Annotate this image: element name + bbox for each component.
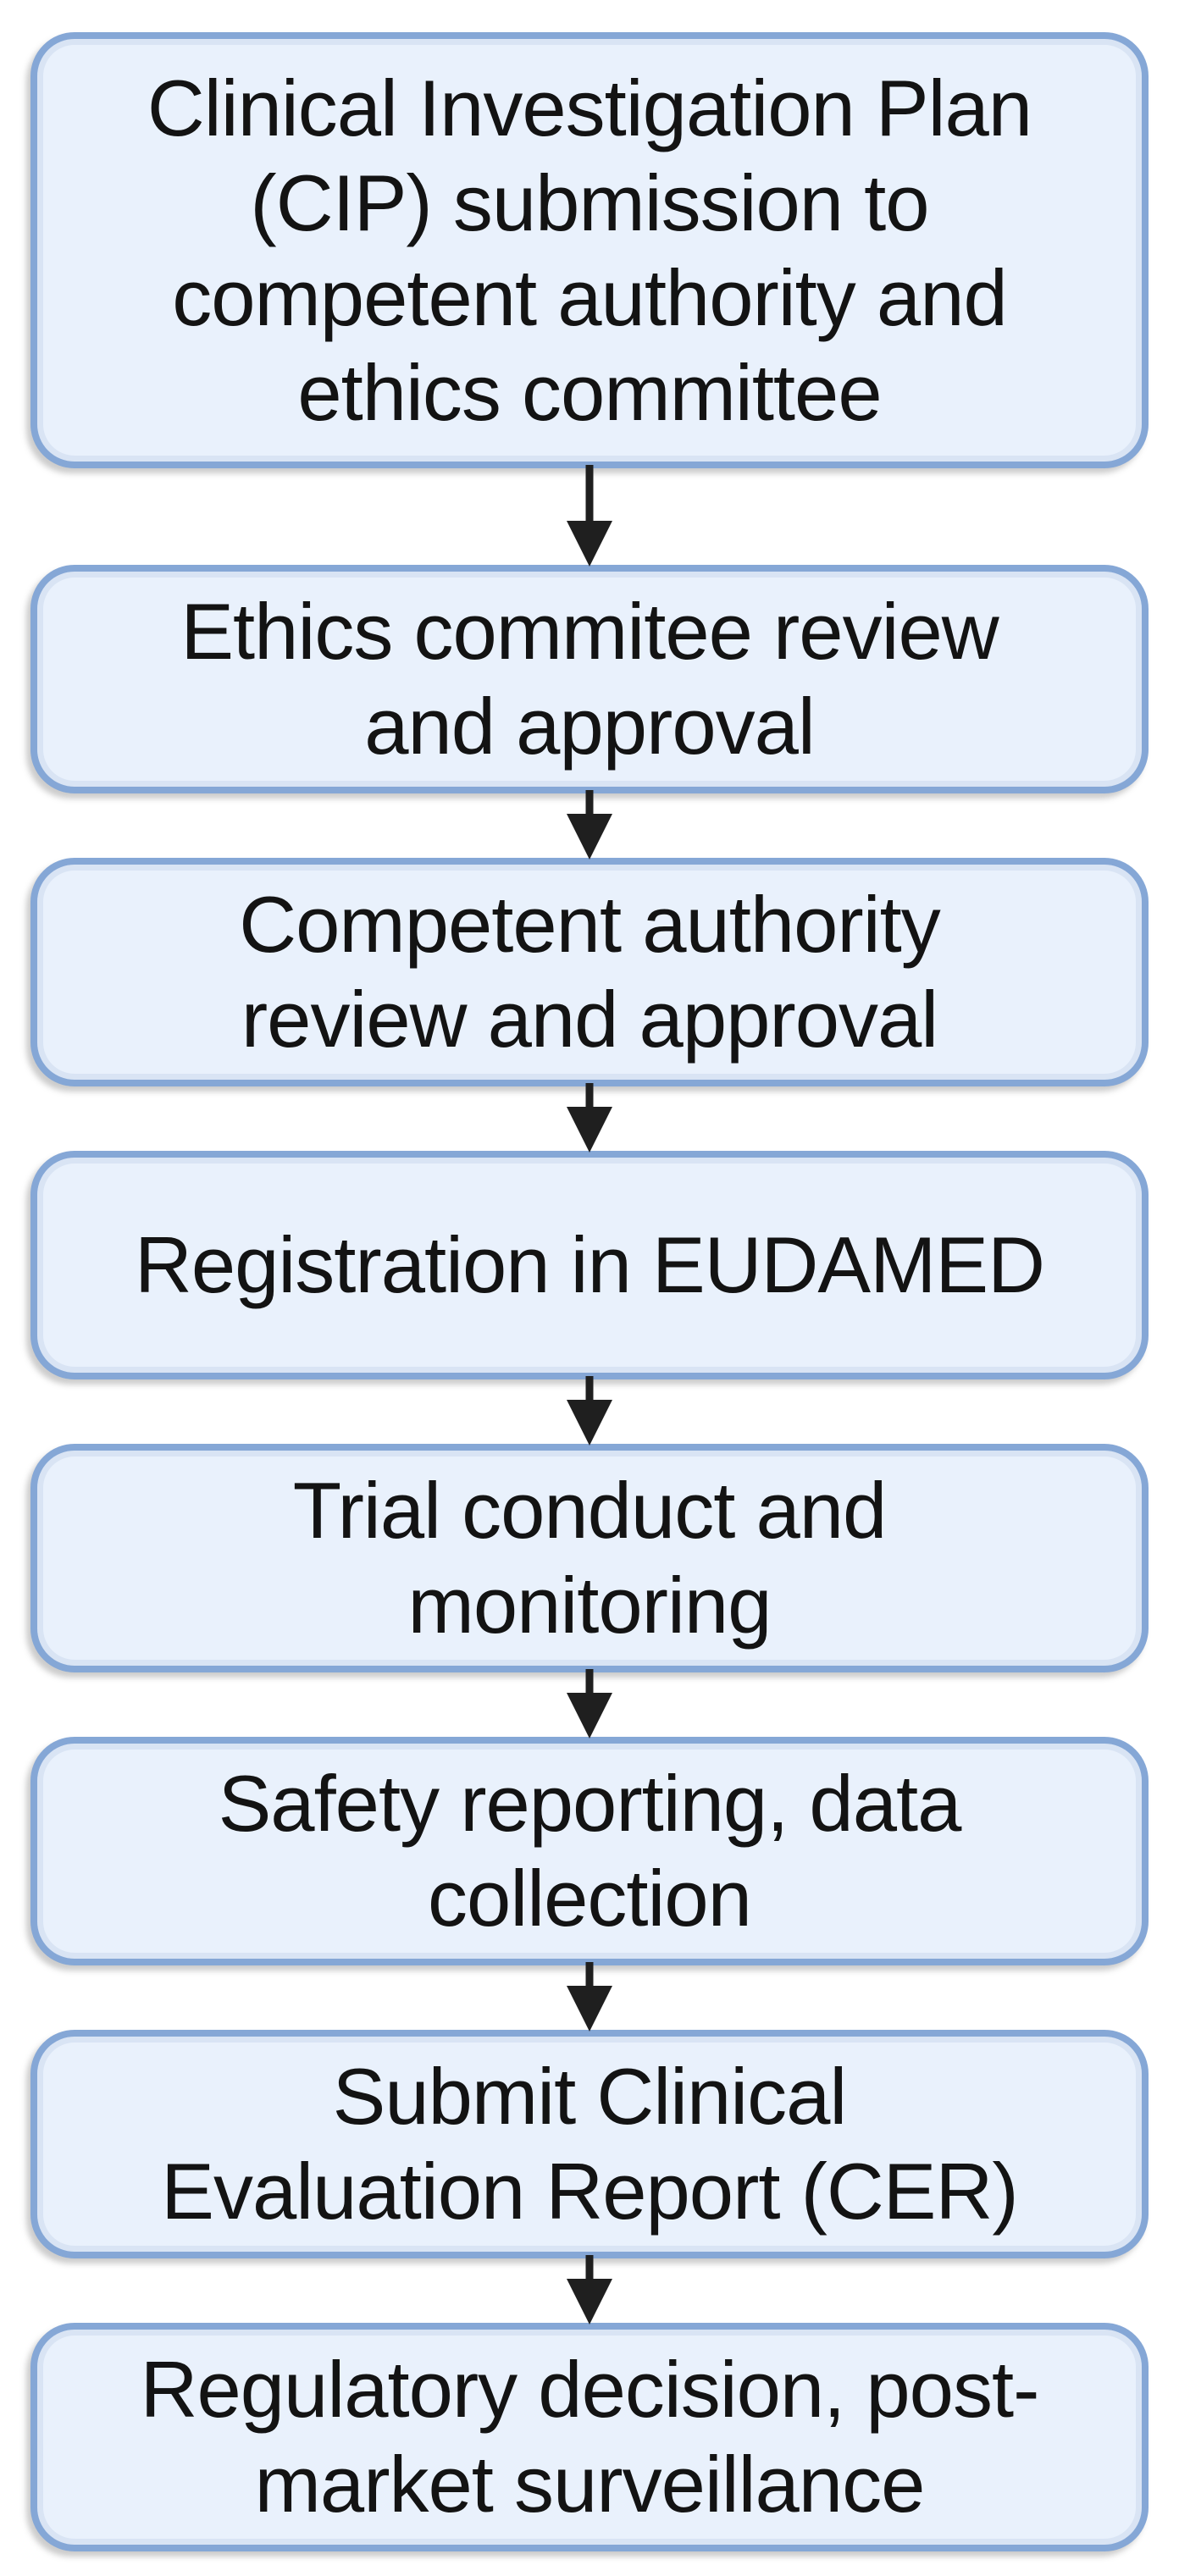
down-arrow (562, 1376, 617, 1446)
arrow-shaft (585, 1669, 594, 1694)
arrow-shaft (585, 2255, 594, 2280)
flow-step-box: Trial conduct and monitoring (30, 1444, 1149, 1672)
flow-step-box: Safety reporting, data collection (30, 1737, 1149, 1965)
arrowhead-icon (567, 1693, 612, 1739)
arrow-shaft (585, 1376, 594, 1401)
flow-step-box: Ethics commitee review and approval (30, 565, 1149, 793)
arrow-shaft (585, 790, 594, 815)
arrow-shaft (585, 1962, 594, 1987)
flow-step-box: Submit Clinical Evaluation Report (CER) (30, 2030, 1149, 2258)
down-arrow (562, 1962, 617, 2032)
down-arrow (562, 465, 617, 567)
down-arrow (562, 2255, 617, 2324)
down-arrow (562, 1669, 617, 1739)
arrow-shaft (585, 1083, 594, 1108)
flow-step-box: Competent authority review and approval (30, 858, 1149, 1086)
flow-step-box: Regulatory decision, post- market survei… (30, 2323, 1149, 2551)
down-arrow (562, 1083, 617, 1153)
arrowhead-icon (567, 1986, 612, 2032)
flow-step-box: Clinical Investigation Plan (CIP) submis… (30, 32, 1149, 468)
arrowhead-icon (567, 521, 612, 567)
flow-step-box: Registration in EUDAMED (30, 1151, 1149, 1379)
arrowhead-icon (567, 1400, 612, 1446)
arrow-shaft (585, 465, 594, 522)
arrowhead-icon (567, 1107, 612, 1153)
down-arrow (562, 790, 617, 860)
arrowhead-icon (567, 2279, 612, 2324)
arrowhead-icon (567, 814, 612, 860)
